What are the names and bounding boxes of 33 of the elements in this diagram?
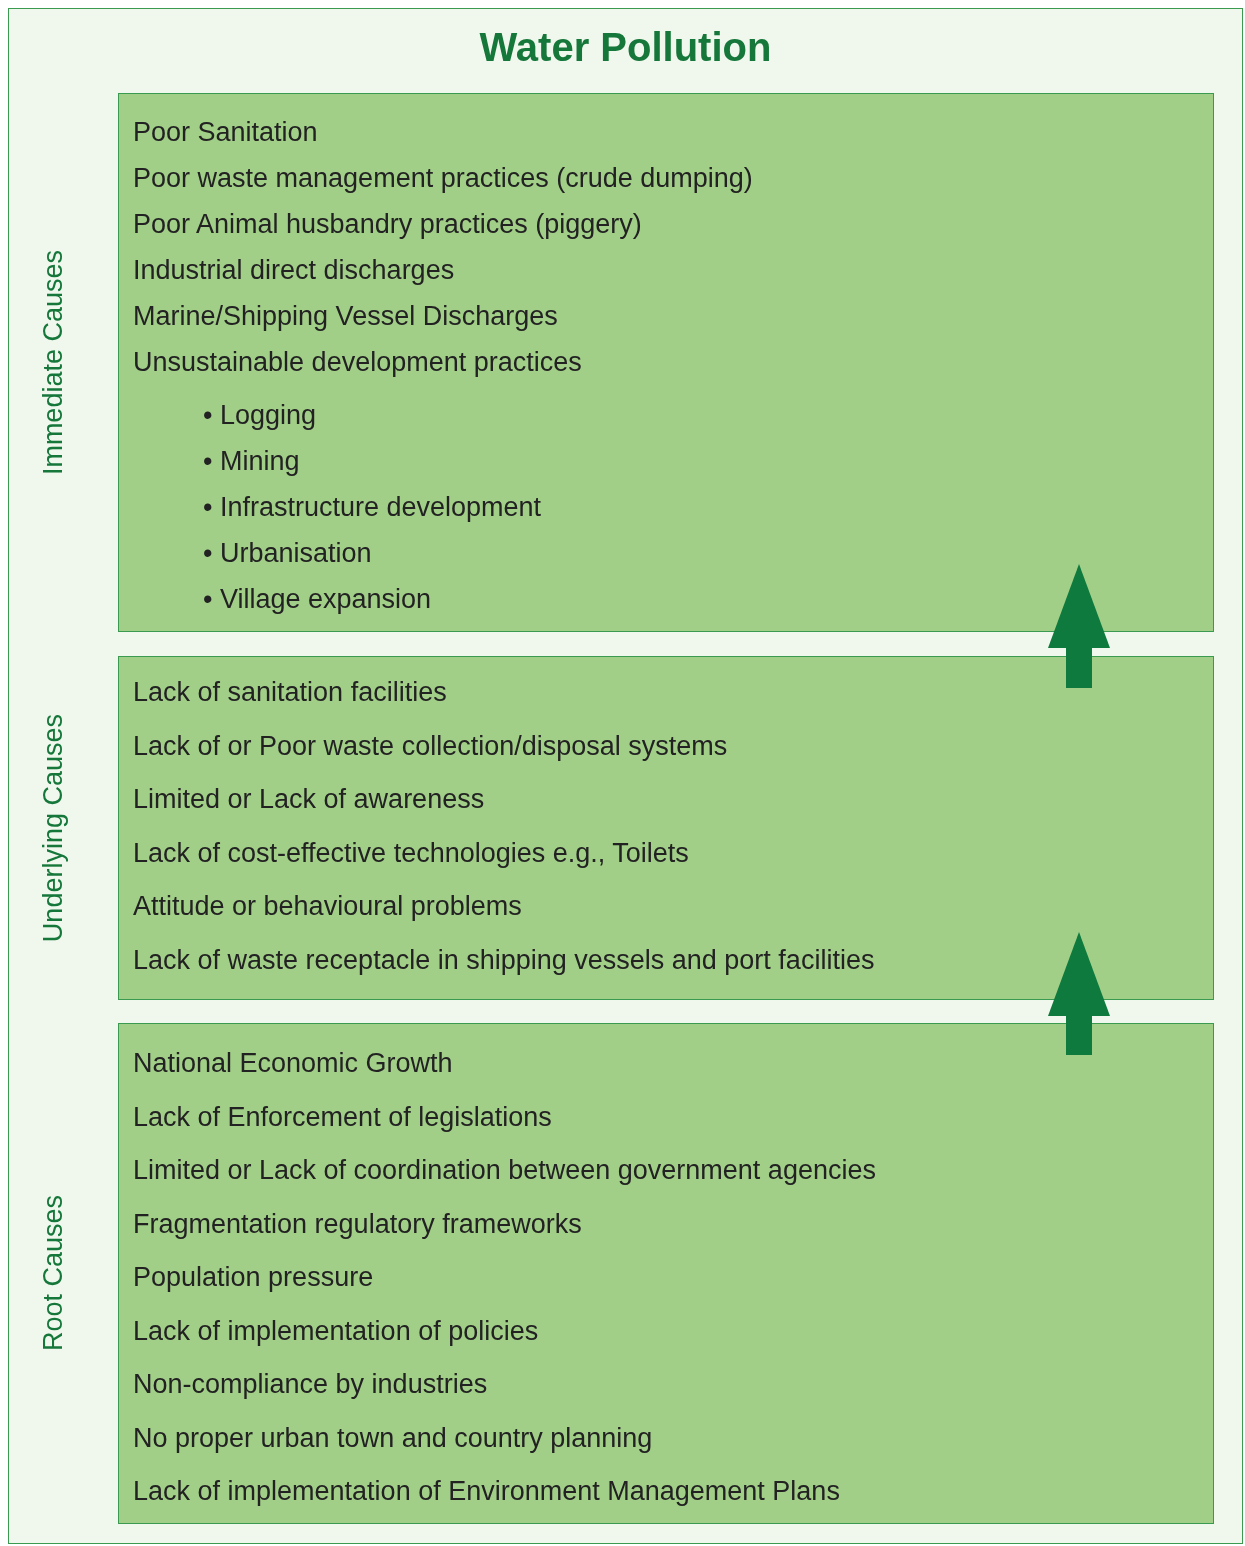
- cause-item: Limited or Lack of coordination between government agencies: [133, 1154, 876, 1186]
- bullet-item: • Village expansion: [203, 583, 432, 615]
- cause-item: Poor Sanitation: [133, 116, 318, 148]
- cause-item: Limited or Lack of awareness: [133, 783, 485, 816]
- cause-item: Lack of Enforcement of legislations: [133, 1100, 552, 1133]
- cause-item: Lack of sanitation facilities: [133, 676, 447, 708]
- cause-item: Non-compliance by industries: [133, 1368, 488, 1400]
- bullet-item: • Infrastructure development: [203, 491, 542, 523]
- bullet-item: • Logging: [203, 399, 317, 431]
- cause-item: Unsustainable development practices: [133, 346, 582, 378]
- cause-item: No proper urban town and country planning: [133, 1421, 653, 1454]
- cause-item: Poor waste management practices (crude dumping): [133, 162, 753, 194]
- cause-item: Lack of implementation of Environment Management Plans: [133, 1475, 840, 1507]
- cause-item: Lack of implementation of policies: [133, 1314, 539, 1347]
- bullet-item: • Mining: [203, 445, 300, 477]
- block-arrow: [1048, 932, 1110, 1055]
- side-heading: Underlying Causes: [37, 713, 69, 943]
- cause-item: Lack of or Poor waste collection/disposal systems: [133, 729, 728, 762]
- cause-item: National Economic Growth: [133, 1047, 453, 1079]
- cause-item: Industrial direct discharges: [133, 254, 455, 286]
- cause-item: Attitude or behavioural problems: [133, 890, 522, 923]
- title: Water Pollution: [479, 25, 772, 70]
- cause-item: Marine/Shipping Vessel Discharges: [133, 300, 558, 332]
- cause-item: Lack of cost-effective technologies e.g., Toilets: [133, 836, 689, 869]
- cause-item: Population pressure: [133, 1261, 374, 1293]
- block-arrow: [1048, 564, 1110, 688]
- cause-item: Lack of waste receptacle in shipping vessels and port facilities: [133, 944, 875, 976]
- cause-item: Fragmentation regulatory frameworks: [133, 1207, 582, 1240]
- side-heading: Immediate Causes: [37, 249, 69, 476]
- diagram-frame: [8, 8, 1243, 1544]
- cause-item: Poor Animal husbandry practices (piggery): [133, 208, 642, 240]
- bullet-item: • Urbanisation: [203, 537, 372, 569]
- side-heading: Root Causes: [37, 1195, 69, 1352]
